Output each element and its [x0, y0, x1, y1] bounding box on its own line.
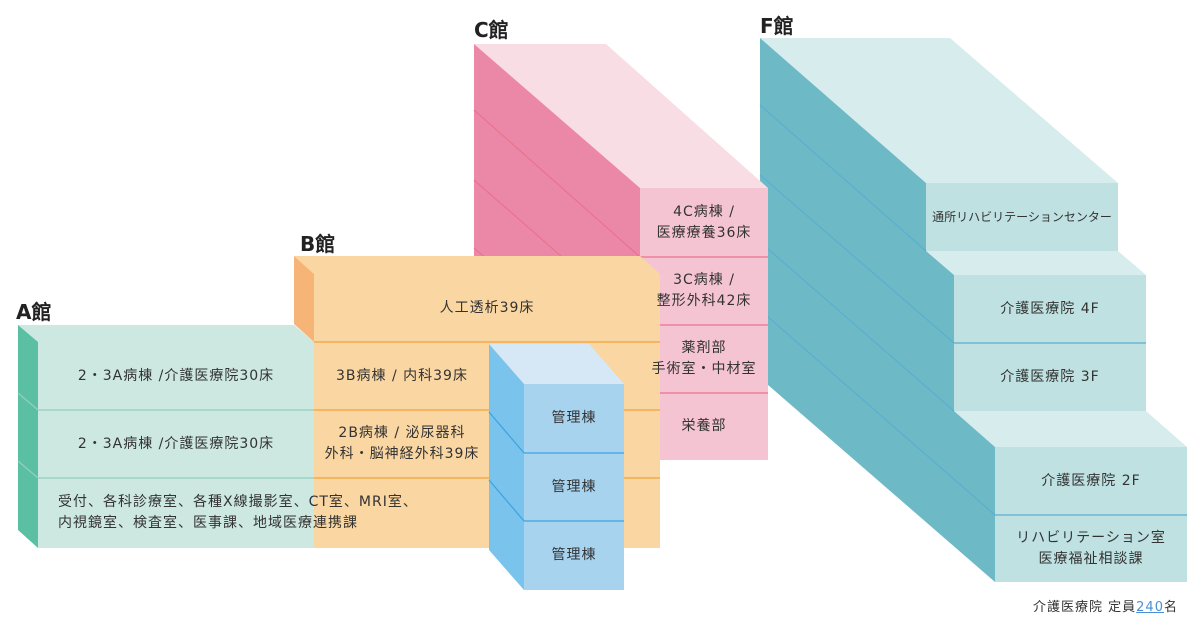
f-side	[760, 38, 995, 582]
f-line	[759, 174, 955, 344]
f-front-2	[954, 275, 1146, 343]
admin-building-shape	[488, 344, 624, 590]
f-top-step2	[954, 411, 1187, 447]
admin-floor-label-1: 管理棟	[551, 410, 597, 426]
c-front	[640, 188, 768, 460]
c-top	[474, 44, 768, 188]
f-front-5	[995, 515, 1187, 582]
c-floor-label-3: 薬剤部 手術室・中材室	[651, 340, 757, 377]
admin-line	[488, 479, 525, 522]
b-floor-label-2: 3B病棟 / 内科39床	[336, 367, 468, 384]
f-floor-label-4: 介護医療院 2F	[1041, 472, 1141, 489]
f-floor-label-1: 通所リハビリテーションセンター	[932, 209, 1112, 224]
building-c-title: C館	[474, 18, 509, 42]
b-floor-label-3: 2B病棟 / 泌尿器科 外科・脳神経外科39床	[324, 425, 480, 462]
f-floor-label-5: リハビリテーション室 医療福祉相談課	[1016, 529, 1166, 567]
c-floor-label-1: 4C病棟 / 医療療養36床	[656, 203, 752, 241]
building-a-shape	[17, 325, 314, 548]
c-floor-label-2: 3C病棟 / 整形外科42床	[656, 272, 752, 309]
f-floor-label-3: 介護医療院 3F	[1000, 368, 1100, 385]
c-line	[473, 109, 641, 258]
building-a-title: A館	[16, 300, 52, 324]
admin-top	[489, 344, 624, 384]
f-front-1	[926, 183, 1118, 251]
f-front-4	[995, 447, 1187, 515]
f-line	[759, 241, 955, 412]
building-f-shape	[759, 38, 1187, 582]
f-line	[759, 104, 927, 252]
f-top-upper	[760, 38, 1118, 183]
b-side	[294, 256, 314, 342]
c-floor-label-4: 栄養部	[681, 418, 727, 434]
capacity-number: 240	[1136, 600, 1164, 615]
admin-front	[524, 384, 624, 590]
a-top	[18, 325, 314, 342]
a-line	[17, 460, 39, 479]
a-floor-label-3: 受付、各科診療室、各種X線撮影室、CT室、MRI室、 内視鏡室、検査室、医事課、…	[58, 494, 418, 531]
capacity-prefix: 介護医療院 定員	[1033, 600, 1137, 615]
capacity-suffix: 名	[1163, 600, 1178, 615]
b-top	[294, 256, 660, 274]
admin-line	[488, 411, 525, 454]
f-line	[759, 309, 996, 516]
a-front	[38, 342, 314, 548]
capacity-note: 介護医療院 定員240名	[1033, 596, 1178, 615]
a-floor-label-2: 2・3A病棟 /介護医療院30床	[77, 435, 275, 452]
a-line	[17, 392, 39, 411]
admin-floor-label-3: 管理棟	[551, 547, 597, 563]
admin-side	[489, 344, 524, 590]
a-floor-label-1: 2・3A病棟 /介護医療院30床	[77, 367, 275, 384]
a-side	[18, 325, 38, 548]
building-f-title: F館	[760, 14, 794, 38]
admin-floor-label-2: 管理棟	[551, 478, 597, 495]
f-front-3	[954, 343, 1146, 411]
building-b-title: B館	[300, 232, 336, 256]
f-top-step1	[926, 251, 1146, 275]
b-floor-label-1: 人工透析39床	[439, 299, 535, 316]
f-floor-label-2: 介護医療院 4F	[1000, 300, 1100, 317]
